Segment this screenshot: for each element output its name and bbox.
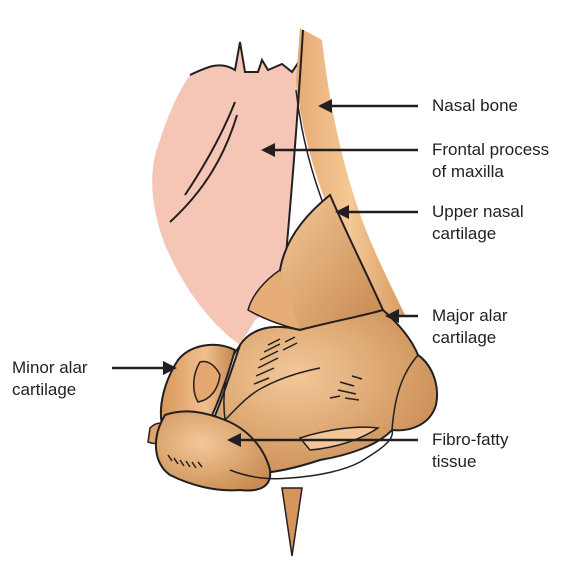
label-frontal-process-line2: of maxilla [432, 161, 549, 183]
label-nasal-bone: Nasal bone [432, 95, 518, 117]
label-major-alar-cartilage: Major alar cartilage [432, 305, 508, 349]
label-upper-nasal-cartilage-line2: cartilage [432, 223, 524, 245]
label-nasal-bone-text: Nasal bone [432, 95, 518, 117]
label-major-alar-cartilage-line1: Major alar [432, 305, 508, 327]
label-fibro-fatty-tissue: Fibro-fatty tissue [432, 429, 509, 473]
label-fibro-fatty-tissue-line1: Fibro-fatty [432, 429, 509, 451]
label-frontal-process: Frontal process of maxilla [432, 139, 549, 183]
label-minor-alar-cartilage-line2: cartilage [12, 379, 88, 401]
label-major-alar-cartilage-line2: cartilage [432, 327, 508, 349]
label-upper-nasal-cartilage: Upper nasal cartilage [432, 201, 524, 245]
label-frontal-process-line1: Frontal process [432, 139, 549, 161]
label-minor-alar-cartilage-line1: Minor alar [12, 357, 88, 379]
label-upper-nasal-cartilage-line1: Upper nasal [432, 201, 524, 223]
septum-spike [282, 488, 302, 556]
label-fibro-fatty-tissue-line2: tissue [432, 451, 509, 473]
label-minor-alar-cartilage: Minor alar cartilage [12, 357, 88, 401]
